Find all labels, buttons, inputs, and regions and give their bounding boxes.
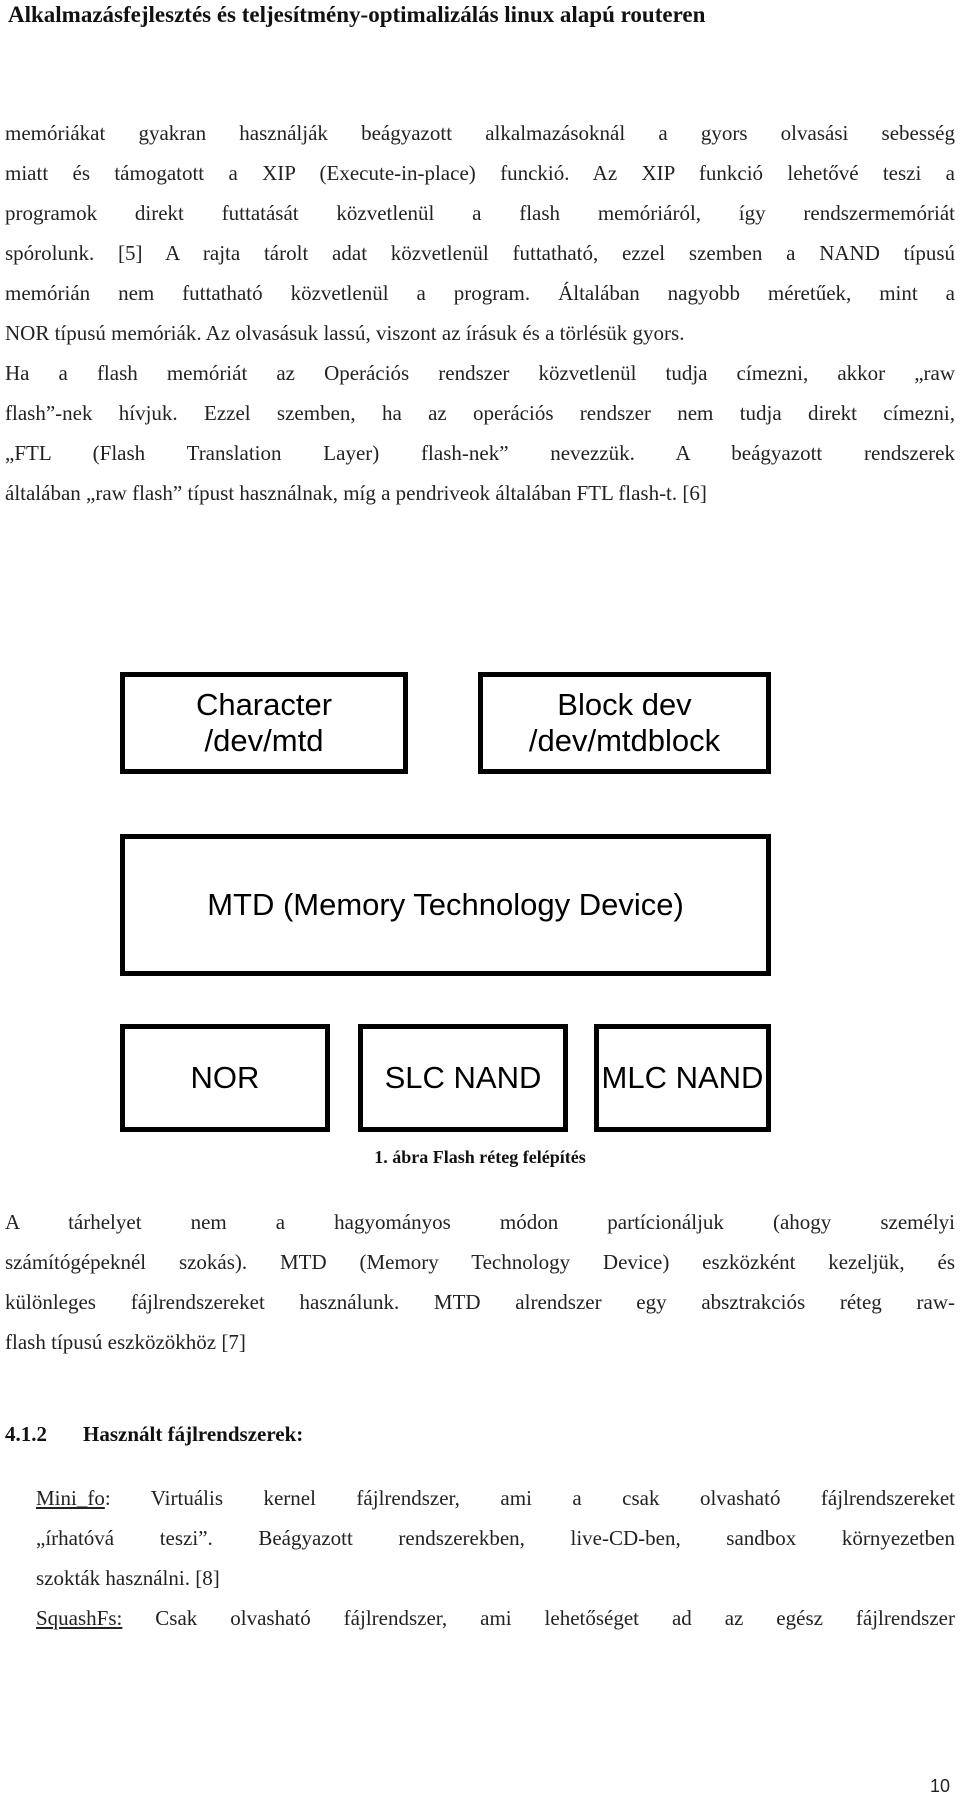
mini-fo-desc: : Virtuális kernel fájlrendszer, ami a c… [104, 1486, 955, 1510]
text-line: miatt és támogatott a XIP (Execute-in-pl… [5, 161, 955, 185]
page-number: 10 [929, 1776, 950, 1796]
figure-caption: 1. ábra Flash réteg felépítés [374, 1147, 586, 1167]
text-line: memórián nem futtatható közvetlenül a pr… [5, 281, 955, 305]
box-mtd: MTD (Memory Technology Device) [120, 834, 771, 976]
text-line: flash”-nek hívjuk. Ezzel szemben, ha az … [5, 401, 955, 425]
running-header: Alkalmazásfejlesztés és teljesítmény-opt… [8, 2, 706, 27]
mini-fo-line-1: Mini_fo: Virtuális kernel fájlrendszer, … [36, 1478, 955, 1518]
text-line: memóriákat gyakran használják beágyazott… [5, 121, 955, 145]
text-line: A tárhelyet nem a hagyományos módon part… [5, 1210, 955, 1234]
box-label: MTD (Memory Technology Device) [207, 887, 684, 922]
text-line: „FTL (Flash Translation Layer) flash-nek… [5, 441, 955, 465]
text-line: Ha a flash memóriát az Operációs rendsze… [5, 361, 955, 385]
squashfs-desc: Csak olvasható fájlrendszer, ami lehetős… [122, 1606, 955, 1630]
text-line: különleges fájlrendszereket használunk. … [5, 1290, 955, 1314]
term-mini-fo: Mini_fo [36, 1486, 105, 1510]
text-line: spórolunk. [5] A rajta tárolt adat közve… [5, 241, 955, 265]
section-number: 4.1.2 [5, 1422, 47, 1446]
flash-layer-diagram: Character /dev/mtd Block dev /dev/mtdblo… [0, 660, 960, 1132]
squashfs-line-1: SquashFs: Csak olvasható fájlrendszer, a… [36, 1598, 955, 1638]
box-slc-nand: SLC NAND [358, 1024, 568, 1132]
box-character-dev-mtd: Character /dev/mtd [120, 672, 408, 774]
box-label: SLC NAND [384, 1060, 542, 1095]
box-label: MLC NAND [601, 1060, 764, 1095]
box-label: NOR [190, 1060, 260, 1095]
box-mlc-nand: MLC NAND [594, 1024, 771, 1132]
mini-fo-line-3: szokták használni. [8] [36, 1566, 220, 1590]
text-line: flash típusú eszközökhöz [7] [5, 1330, 246, 1354]
box-block-dev-mtdblock: Block dev /dev/mtdblock [478, 672, 771, 774]
text-line: programok direkt futtatását közvetlenül … [5, 201, 955, 225]
box-label: Block dev /dev/mtdblock [528, 687, 721, 758]
text-line: általában „raw flash” típust használnak,… [5, 481, 707, 505]
text-line: NOR típusú memóriák. Az olvasásuk lassú,… [5, 321, 685, 345]
box-nor: NOR [120, 1024, 330, 1132]
text-line: számítógépeknél szokás). MTD (Memory Tec… [5, 1250, 955, 1274]
term-squashfs: SquashFs: [36, 1606, 123, 1630]
box-label: Character /dev/mtd [195, 687, 333, 758]
paragraph-partitioning: A tárhelyet nem a hagyományos módon part… [5, 1202, 955, 1362]
paragraph-flash-types: memóriákat gyakran használják beágyazott… [5, 113, 955, 513]
section-title: Használt fájlrendszerek: [83, 1422, 304, 1446]
filesystem-list: Mini_fo: Virtuális kernel fájlrendszer, … [36, 1478, 955, 1638]
section-heading: 4.1.2 Használt fájlrendszerek: [5, 1422, 303, 1447]
mini-fo-line-2: „írhatóvá teszi”. Beágyazott rendszerekb… [36, 1526, 955, 1550]
